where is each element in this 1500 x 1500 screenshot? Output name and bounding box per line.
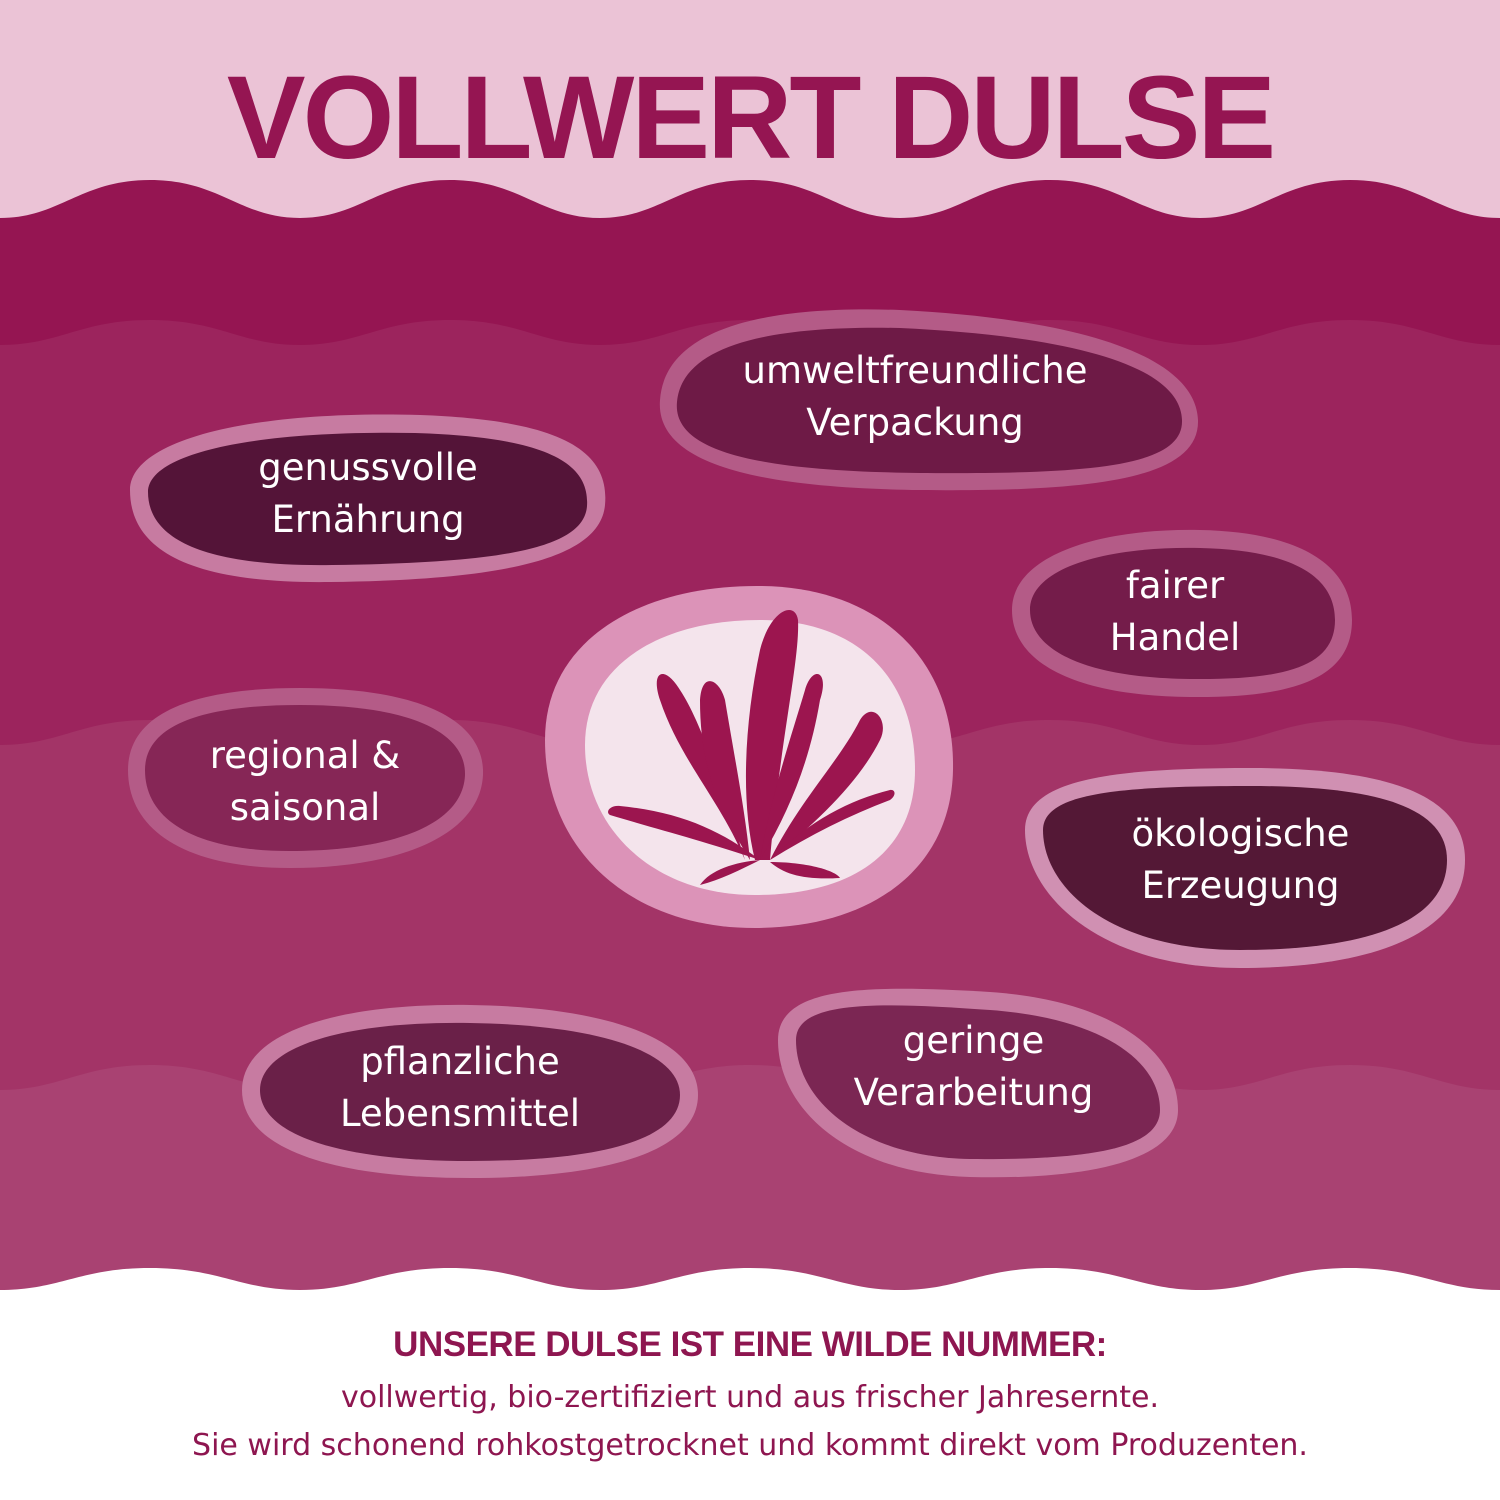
bubble-pflanzlich-shape bbox=[242, 1004, 698, 1178]
bubble-line: Verpackung bbox=[806, 401, 1024, 444]
bubble-genussvolle-shape bbox=[130, 414, 606, 583]
bubble-line: Erzeugung bbox=[1141, 864, 1340, 907]
footer-heading: UNSERE DULSE IST EINE WILDE NUMMER: bbox=[393, 1325, 1107, 1364]
bubble-regional-shape bbox=[128, 688, 484, 868]
bubble-fair: fairer Handel bbox=[1030, 560, 1320, 664]
footer-line-2: Sie wird schonend rohkostgetrocknet und … bbox=[192, 1428, 1308, 1463]
bubble-line: genussvolle bbox=[258, 446, 478, 489]
bubble-line: Handel bbox=[1109, 616, 1241, 659]
page-title: VOLLWERT DULSE bbox=[226, 52, 1276, 184]
bubble-genussvolle: genussvolle Ernährung bbox=[148, 442, 588, 546]
bubble-line: ökologische bbox=[1131, 812, 1350, 855]
bubble-fair-shape bbox=[1012, 529, 1352, 698]
bubble-pflanzlich: pflanzliche Lebensmittel bbox=[260, 1036, 660, 1140]
bubble-line: geringe bbox=[902, 1019, 1045, 1062]
bubble-verarbeitung: geringe Verarbeitung bbox=[796, 1015, 1151, 1119]
bubble-oekologisch: ökologische Erzeugung bbox=[1043, 808, 1438, 912]
bubble-line: Verarbeitung bbox=[853, 1071, 1094, 1114]
bubble-regional: regional & saisonal bbox=[145, 730, 465, 834]
bubble-line: saisonal bbox=[229, 786, 381, 829]
bubble-line: Ernährung bbox=[271, 498, 465, 541]
bubble-umwelt-shape bbox=[659, 309, 1199, 491]
bubble-oekologisch-shape bbox=[1025, 768, 1465, 968]
footer-line-1: vollwertig, bio-zertifiziert und aus fri… bbox=[340, 1380, 1160, 1415]
bubble-line: fairer bbox=[1125, 564, 1225, 607]
seaweed-icon bbox=[608, 610, 895, 885]
bubble-line: Lebensmittel bbox=[339, 1092, 581, 1135]
bubble-line: regional & bbox=[209, 734, 401, 777]
bubble-umweltfreundlich: umweltfreundliche Verpackung bbox=[680, 345, 1150, 449]
bubble-line: pflanzliche bbox=[360, 1040, 560, 1083]
bubble-line: umweltfreundliche bbox=[742, 349, 1088, 392]
bubble-verarbeitung-shape bbox=[778, 988, 1178, 1178]
